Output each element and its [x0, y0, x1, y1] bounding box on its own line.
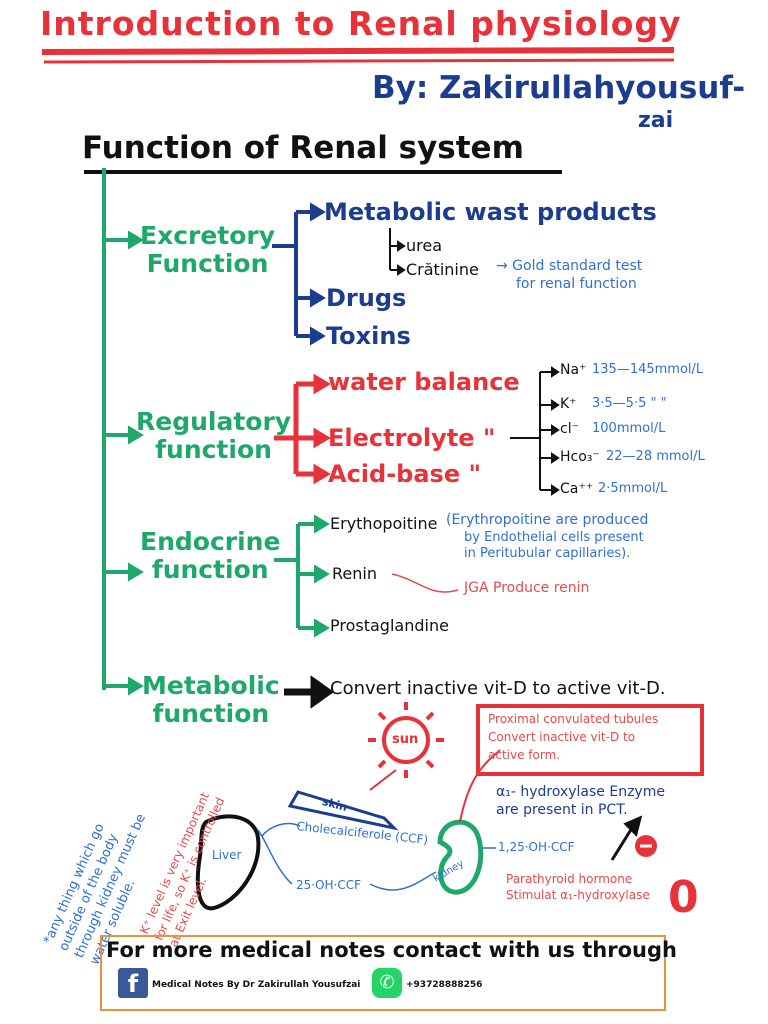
ion-k-range: 3·5—5·5 " " — [592, 396, 667, 411]
ion-ca: Ca⁺⁺ — [560, 481, 594, 497]
skin-drawing — [287, 790, 399, 831]
footer-box — [100, 935, 666, 1011]
sun-drawing — [368, 702, 444, 791]
urea-label: urea — [406, 236, 443, 255]
renin-label: Renin — [332, 564, 377, 583]
ion-cl: cl⁻ — [560, 421, 579, 437]
excretory-bracket — [272, 202, 326, 346]
acid-base-label: Acid-base " — [328, 460, 481, 488]
ion-cl-range: 100mmol/L — [592, 421, 666, 436]
endocrine-bracket — [274, 514, 330, 638]
enzyme-text-1: α₁- hydroxylase Enzyme — [496, 784, 665, 800]
ion-hco3-range: 22—28 mmol/L — [606, 449, 705, 464]
erythro-note-1: (Erythropoitine are produced — [446, 512, 649, 528]
title-underline — [41, 47, 675, 55]
title-underline-2 — [43, 58, 675, 64]
metabolic-arrow — [284, 675, 335, 709]
toxins-label: Toxins — [326, 322, 411, 350]
waste-subbranch — [389, 228, 406, 276]
enzyme-text-2: are present in PCT. — [496, 802, 628, 818]
water-balance-label: water balance — [328, 368, 520, 396]
ccf-to-liver-arrow — [257, 829, 293, 885]
page-stamp: 0 — [668, 872, 699, 923]
jga-note: JGA Produce renin — [464, 580, 590, 596]
electrolyte-bracket — [510, 366, 560, 496]
prostaglandine-label: Prostaglandine — [330, 616, 449, 635]
drugs-label: Drugs — [326, 284, 407, 312]
section-heading: Function of Renal system — [82, 130, 524, 166]
regulatory-label: Regulatory function — [136, 407, 292, 464]
oh25-to-kidney-arrow — [369, 871, 437, 891]
liver-drawing — [195, 814, 261, 911]
gold-standard-note: → Gold standard test — [496, 258, 643, 274]
pth-arrow — [610, 815, 643, 861]
metabolic-waste-label: Metabolic wast products — [324, 198, 657, 226]
facebook-label[interactable]: Medical Notes By Dr Zakirullah Yousufzai — [152, 980, 361, 990]
gold-standard-note-2: for renal function — [516, 276, 637, 292]
pct-text-1: Proximal convulated tubules — [488, 712, 659, 726]
liver-label: Liver — [212, 848, 242, 862]
facebook-icon[interactable]: f — [118, 968, 148, 998]
sun-label: sun — [392, 732, 419, 747]
oh25-ccf-label: 25·OH·CCF — [296, 878, 362, 892]
renin-jga-arrow — [391, 573, 459, 593]
kidney-drawing — [437, 819, 484, 895]
footer-headline: For more medical notes contact with us t… — [106, 938, 677, 962]
page-title: Introduction to Renal physiology — [40, 4, 682, 43]
metabolic-label: Metabolic function — [142, 671, 280, 728]
pth-text-2: Stimulat α₁-hydroxylase — [506, 888, 650, 902]
regulatory-bracket — [274, 373, 331, 485]
excretory-label: Excretory Function — [140, 221, 276, 278]
ion-na-range: 135—145mmol/L — [592, 362, 704, 377]
ion-hco3: Hco₃⁻ — [560, 449, 600, 465]
oh125-ccf-label: 1,25·OH·CCF — [498, 840, 575, 854]
pth-text-1: Parathyroid hormone — [506, 872, 633, 886]
creatinine-label: Crătinine — [406, 260, 479, 279]
whatsapp-number[interactable]: +93728888256 — [406, 980, 483, 990]
author-line: By: Zakirullahyousuf- — [372, 70, 746, 106]
pct-box-border — [476, 704, 704, 776]
pct-text-3: active form. — [488, 748, 561, 762]
pct-text-2: Convert inactive vit-D to — [488, 730, 636, 744]
erythro-note-3: in Peritubular capillaries). — [464, 546, 631, 561]
endocrine-label: Endocrine function — [140, 527, 281, 584]
convert-vitd-text: Convert inactive vit-D to active vit-D. — [330, 678, 666, 699]
whatsapp-icon[interactable]: ✆ — [372, 968, 402, 998]
electrolyte-label: Electrolyte " — [328, 424, 496, 452]
erythropoitine-label: Erythopoitine — [330, 514, 438, 533]
ion-na: Na⁺ — [560, 362, 587, 378]
trunk-branches — [104, 230, 144, 696]
ion-k: K⁺ — [560, 396, 577, 412]
erythro-note-2: by Endothelial cells present — [464, 530, 644, 545]
author-line-2: zai — [638, 108, 674, 133]
ion-ca-range: 2·5mmol/L — [598, 481, 668, 496]
